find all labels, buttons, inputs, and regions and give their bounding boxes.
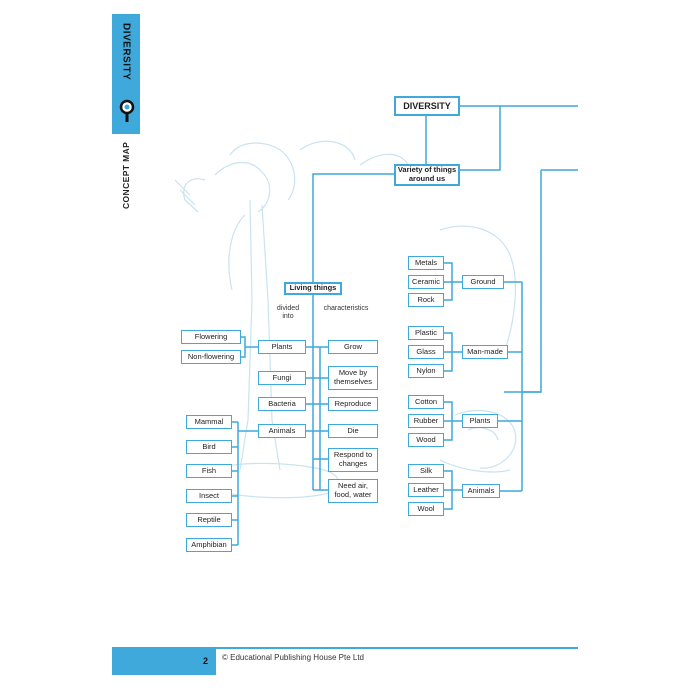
- node-reptile: Reptile: [186, 513, 232, 527]
- node-material-animals: Animals: [462, 484, 500, 498]
- node-non-flowering: Non-flowering: [181, 350, 241, 364]
- page-number-bar: 2: [112, 647, 216, 675]
- node-silk: Silk: [408, 464, 444, 478]
- node-need: Need air, food, water: [328, 479, 378, 503]
- node-nylon: Nylon: [408, 364, 444, 378]
- node-reproduce: Reproduce: [328, 397, 378, 411]
- node-leather: Leather: [408, 483, 444, 497]
- node-variety: Variety of things around us: [394, 164, 460, 186]
- node-animals: Animals: [258, 424, 306, 438]
- node-plants: Plants: [258, 340, 306, 354]
- node-wool: Wool: [408, 502, 444, 516]
- node-fungi: Fungi: [258, 371, 306, 385]
- node-bacteria: Bacteria: [258, 397, 306, 411]
- node-wood: Wood: [408, 433, 444, 447]
- node-man-made: Man-made: [462, 345, 508, 359]
- node-bird: Bird: [186, 440, 232, 454]
- node-flowering: Flowering: [181, 330, 241, 344]
- node-living-things: Living things: [284, 282, 342, 295]
- node-insect: Insect: [186, 489, 232, 503]
- node-ceramic: Ceramic: [408, 275, 444, 289]
- node-rubber: Rubber: [408, 414, 444, 428]
- node-cotton: Cotton: [408, 395, 444, 409]
- page-number: 2: [202, 656, 208, 666]
- node-respond: Respond to changes: [328, 448, 378, 472]
- characteristics-label: characteristics: [323, 305, 369, 312]
- node-material-plants: Plants: [462, 414, 498, 428]
- node-fish: Fish: [186, 464, 232, 478]
- node-metals: Metals: [408, 256, 444, 270]
- node-move: Move by themselves: [328, 366, 378, 390]
- node-diversity: DIVERSITY: [394, 96, 460, 116]
- node-rock: Rock: [408, 293, 444, 307]
- footer-rule: [216, 647, 578, 649]
- node-plastic: Plastic: [408, 326, 444, 340]
- node-amphibian: Amphibian: [186, 538, 232, 552]
- node-die: Die: [328, 424, 378, 438]
- node-grow: Grow: [328, 340, 378, 354]
- node-ground: Ground: [462, 275, 504, 289]
- node-glass: Glass: [408, 345, 444, 359]
- tab-title: DIVERSITY: [120, 23, 132, 81]
- node-mammal: Mammal: [186, 415, 232, 429]
- copyright-text: © Educational Publishing House Pte Ltd: [222, 653, 364, 662]
- magnifier-icon: [119, 99, 135, 122]
- divided-into-label: divided into: [276, 305, 300, 320]
